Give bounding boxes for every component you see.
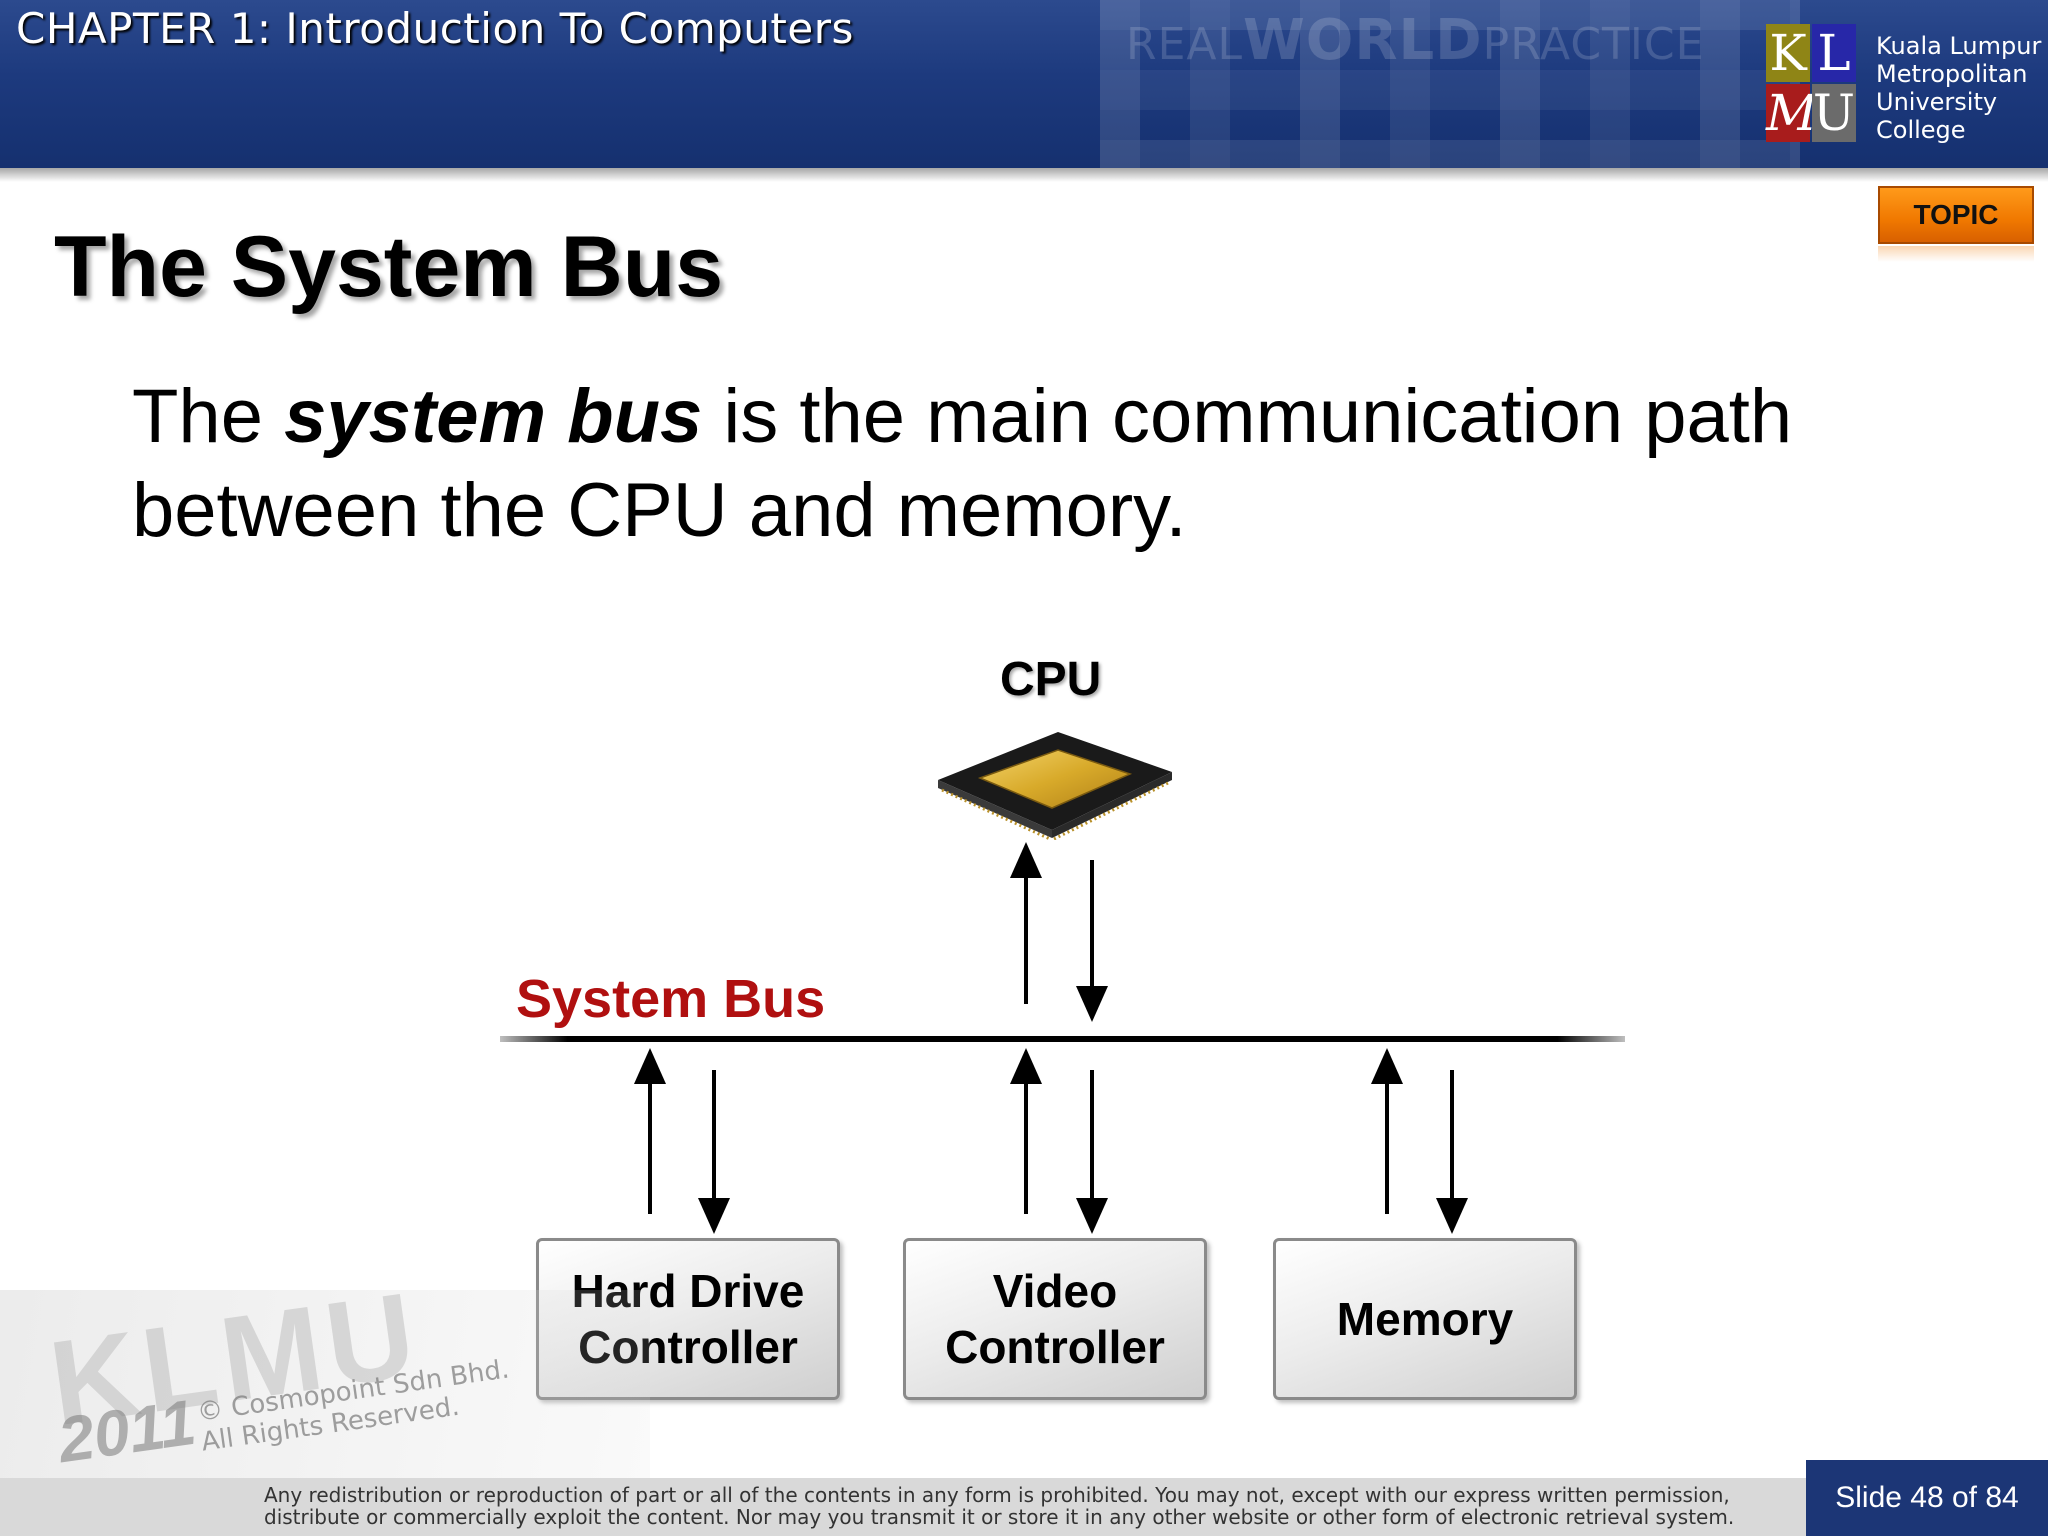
logo-letter-l: L xyxy=(1812,24,1856,82)
cpu-chip-icon xyxy=(938,732,1172,840)
logo-letter-m: M xyxy=(1766,84,1818,142)
real-world-practice-watermark: REALWORLDPRACTICE xyxy=(1126,8,1705,73)
topic-button-reflection xyxy=(1878,246,2034,262)
topic-button[interactable]: TOPIC xyxy=(1878,186,2034,244)
cpu-label: CPU xyxy=(1000,653,1102,706)
header-mosaic-decoration xyxy=(1100,0,1800,168)
emphasis-term: system bus xyxy=(284,374,703,459)
logo-letter-k: K xyxy=(1766,24,1810,82)
copyright-watermark-area xyxy=(0,1290,650,1490)
system-bus-label: System Bus xyxy=(516,969,826,1029)
slide-title: The System Bus xyxy=(54,219,724,315)
slide-counter: Slide 48 of 84 xyxy=(1806,1460,2048,1536)
logo-institution-name: Kuala Lumpur Metropolitan University Col… xyxy=(1876,32,2042,144)
system-bus-line xyxy=(500,1036,1625,1042)
header-banner: CHAPTER 1: Introduction To Computers REA… xyxy=(0,0,2048,168)
chapter-title: CHAPTER 1: Introduction To Computers xyxy=(16,4,854,53)
logo-letter-u: U xyxy=(1812,84,1856,142)
footer-band xyxy=(0,1478,2048,1536)
klmu-logo: K L M U Kuala Lumpur Metropolitan Univer… xyxy=(1766,24,2048,162)
header-shadow xyxy=(0,168,2048,182)
slide-body-text: The system bus is the main communication… xyxy=(132,374,1793,553)
memory-box: Memory xyxy=(1273,1238,1577,1400)
footer-legal-notice: Any redistribution or reproduction of pa… xyxy=(264,1483,1735,1529)
